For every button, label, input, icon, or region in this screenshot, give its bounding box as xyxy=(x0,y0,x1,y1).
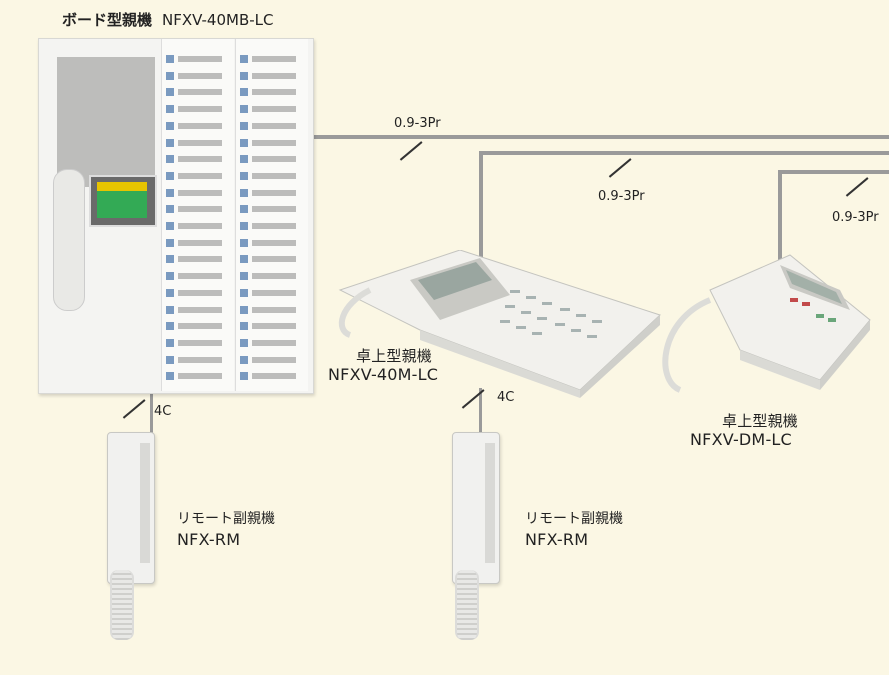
remote-unit-2-cord xyxy=(455,570,479,640)
name-plate-row xyxy=(166,86,230,98)
remote1-label: リモート副親機 xyxy=(177,511,275,527)
remote1-wire xyxy=(150,390,153,434)
branch2-wire-vertical xyxy=(778,170,782,300)
desk1-label: 卓上型親機 xyxy=(356,347,433,365)
name-column-left xyxy=(161,39,234,391)
desk1-model: NFXV-40M-LC xyxy=(328,365,439,384)
main-trunk-wire xyxy=(312,135,889,139)
name-plate-row xyxy=(166,187,230,199)
branch1-wire-vertical xyxy=(479,151,483,293)
name-plate-row xyxy=(166,337,230,349)
desk-unit-40m xyxy=(338,250,661,398)
name-column-right xyxy=(235,39,308,391)
name-plate-row xyxy=(166,137,230,149)
name-plate-row xyxy=(240,170,304,182)
branch2-wire-horizontal xyxy=(778,170,889,174)
board-unit-model: NFXV-40MB-LC xyxy=(162,11,274,29)
name-plate-row xyxy=(166,53,230,65)
remote2-label: リモート副親機 xyxy=(525,511,623,527)
name-plate-row xyxy=(240,53,304,65)
name-plate-row xyxy=(166,70,230,82)
cable-label-remote1: 4C xyxy=(154,404,172,419)
name-plate-row xyxy=(240,103,304,115)
name-plate-row xyxy=(240,287,304,299)
desk2-label: 卓上型親機 xyxy=(722,412,799,430)
remote2-model: NFX-RM xyxy=(525,530,589,549)
remote2-wire xyxy=(479,388,482,434)
name-plate-row xyxy=(166,103,230,115)
remote-unit-2 xyxy=(452,432,500,584)
cable-label-branch1: 0.9-3Pr xyxy=(598,189,645,204)
cable-label-remote2: 4C xyxy=(497,390,515,405)
name-plate-row xyxy=(240,304,304,316)
branch1-wire-horizontal xyxy=(479,151,889,155)
name-plate-row xyxy=(166,170,230,182)
name-plate-row xyxy=(240,220,304,232)
name-plate-row xyxy=(166,354,230,366)
name-plate-row xyxy=(240,187,304,199)
name-plate-row xyxy=(166,287,230,299)
name-plate-row xyxy=(166,237,230,249)
name-plate-row xyxy=(240,120,304,132)
name-plate-row xyxy=(166,153,230,165)
desk-unit-dm xyxy=(662,254,871,393)
name-plate-row xyxy=(240,70,304,82)
desk2-model: NFXV-DM-LC xyxy=(690,430,792,449)
name-plate-row xyxy=(240,354,304,366)
speaker-panel xyxy=(57,57,155,187)
name-plate-row xyxy=(240,337,304,349)
remote-unit-1-cord xyxy=(110,570,134,640)
name-plate-row xyxy=(240,137,304,149)
cable-label-branch2: 0.9-3Pr xyxy=(832,210,879,225)
name-plate-row xyxy=(166,220,230,232)
name-plate-row xyxy=(166,253,230,265)
board-master-unit xyxy=(38,38,314,394)
board-unit-label: ボード型親機 xyxy=(62,11,153,29)
name-plate-row xyxy=(166,320,230,332)
name-plate-row xyxy=(166,304,230,316)
cable-mark-branch2 xyxy=(845,177,869,197)
name-plate-row xyxy=(166,120,230,132)
board-unit-title: ボード型親機 NFXV-40MB-LC xyxy=(62,9,274,30)
board-display xyxy=(89,175,157,227)
name-plate-row xyxy=(240,203,304,215)
name-plate-row xyxy=(240,253,304,265)
cable-mark-remote1 xyxy=(122,399,146,419)
cable-mark-main xyxy=(399,141,423,161)
cable-label-main: 0.9-3Pr xyxy=(394,116,441,131)
remote1-model: NFX-RM xyxy=(177,530,241,549)
cable-mark-branch1 xyxy=(608,158,632,178)
name-plate-row xyxy=(240,237,304,249)
name-plate-row xyxy=(240,86,304,98)
name-plate-row xyxy=(240,153,304,165)
name-plate-row xyxy=(166,270,230,282)
name-plate-row xyxy=(240,370,304,382)
remote-unit-1 xyxy=(107,432,155,584)
name-plate-row xyxy=(240,320,304,332)
board-handset xyxy=(53,169,85,311)
name-plate-row xyxy=(240,270,304,282)
name-plate-row xyxy=(166,370,230,382)
name-plate-row xyxy=(166,203,230,215)
